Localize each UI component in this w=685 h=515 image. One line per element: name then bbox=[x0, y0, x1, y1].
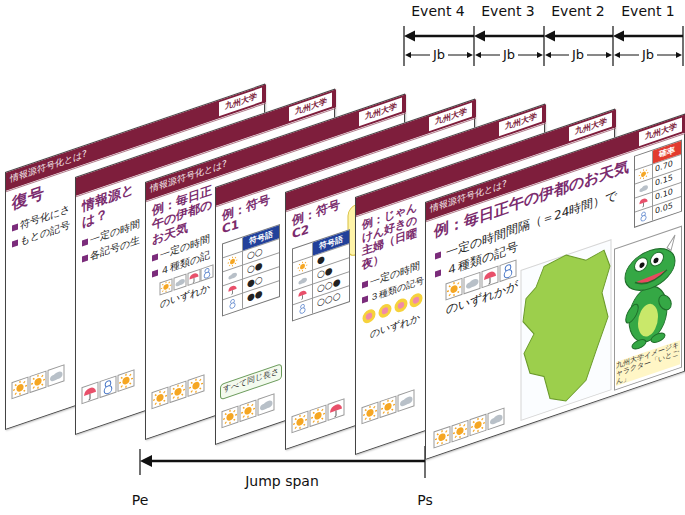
dinosaur-character bbox=[615, 227, 681, 359]
bullet-text: のいずれか bbox=[370, 311, 424, 341]
code-table: 符号語●○●○○●○○○ bbox=[292, 229, 350, 322]
interval-label: Jb bbox=[639, 47, 657, 63]
button-text: すべて同じ長さ bbox=[221, 366, 281, 396]
interval-label: Jb bbox=[569, 47, 587, 63]
span-label: Jump span bbox=[245, 473, 319, 490]
event-label: Event 3 bbox=[481, 3, 534, 20]
character-caption: 九州大学イメージキャラクター「いとごん」 bbox=[616, 340, 680, 386]
kyushu-map bbox=[521, 240, 611, 421]
probability-table: 確率0.700.150.100.05 bbox=[634, 140, 682, 228]
code-table: 符号語○○○●●○●● bbox=[222, 224, 280, 317]
table-header: 符号語 bbox=[313, 230, 349, 255]
point-label: Ps bbox=[417, 492, 433, 509]
event-label: Event 2 bbox=[551, 3, 604, 20]
event-label: Event 1 bbox=[621, 3, 674, 20]
character-panel: 九州大学イメージキャラクター「いとごん」 bbox=[614, 226, 682, 391]
event-label: Event 4 bbox=[411, 3, 464, 20]
interval-label: Jb bbox=[500, 47, 518, 63]
point-label: Pe bbox=[132, 492, 149, 509]
interval-label: Jb bbox=[430, 47, 448, 63]
